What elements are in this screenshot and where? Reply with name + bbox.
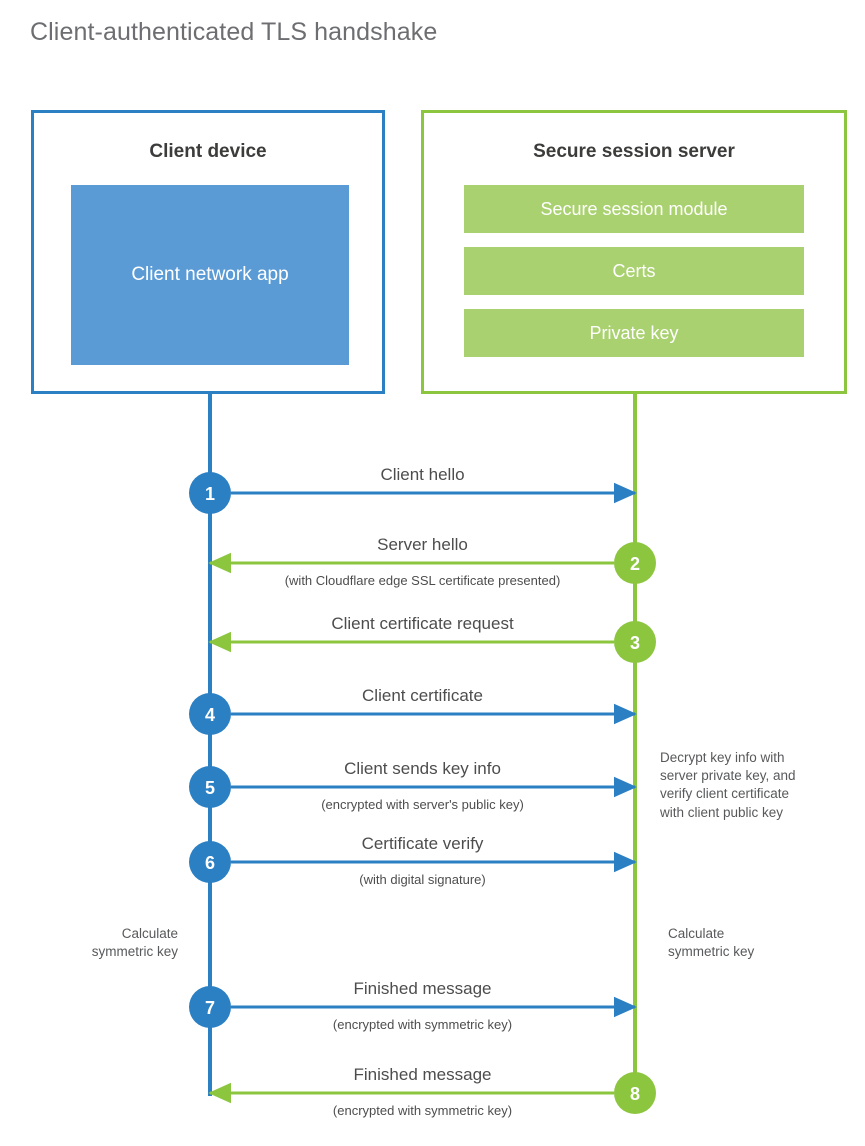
server-component-private-key: Private key <box>464 309 804 357</box>
step-marker-2[interactable]: 2 <box>614 542 656 584</box>
page-title: Client-authenticated TLS handshake <box>30 18 438 46</box>
step-marker-6[interactable]: 6 <box>189 841 231 883</box>
step-number-7: 7 <box>205 998 215 1018</box>
step-number-1: 1 <box>205 484 215 504</box>
message-sublabel-5: (encrypted with server's public key) <box>321 797 524 812</box>
step-number-8: 8 <box>630 1084 640 1104</box>
message-sublabel-7: (encrypted with symmetric key) <box>332 1017 513 1032</box>
client-network-app-box: Client network app <box>71 185 349 365</box>
step-circle-7[interactable] <box>189 986 231 1028</box>
step-circle-3[interactable] <box>614 621 656 663</box>
step-marker-8[interactable]: 8 <box>614 1072 656 1114</box>
client-calculate-symmetric-key-note: Calculate symmetric key <box>91 926 178 960</box>
message-label-2: Server hello <box>377 535 468 554</box>
step-marker-5[interactable]: 5 <box>189 766 231 808</box>
message-label-1: Client hello <box>380 465 465 484</box>
client-device-title: Client device <box>149 141 267 162</box>
step-circle-2[interactable] <box>614 542 656 584</box>
step-markers: 1 2 3 4 5 6 7 8 <box>189 472 656 1114</box>
step-circle-1[interactable] <box>189 472 231 514</box>
step-number-6: 6 <box>205 853 215 873</box>
message-label-4: Client certificate <box>362 686 483 705</box>
message-label-6: Certificate verify <box>361 834 484 853</box>
step-circle-8[interactable] <box>614 1072 656 1114</box>
message-label-7: Finished message <box>353 979 492 998</box>
step-marker-7[interactable]: 7 <box>189 986 231 1028</box>
message-sublabel-2: (with Cloudflare edge SSL certificate pr… <box>284 573 561 588</box>
server-components-list: Secure session module Certs Private key <box>464 185 804 357</box>
server-component-certs: Certs <box>464 247 804 295</box>
step-number-4: 4 <box>205 705 215 725</box>
message-label-8: Finished message <box>353 1065 492 1084</box>
step-circle-6[interactable] <box>189 841 231 883</box>
step-number-3: 3 <box>630 633 640 653</box>
step-marker-1[interactable]: 1 <box>189 472 231 514</box>
server-calculate-symmetric-key-note: Calculate symmetric key <box>668 926 755 960</box>
step-circle-5[interactable] <box>189 766 231 808</box>
step-marker-3[interactable]: 3 <box>614 621 656 663</box>
client-device-panel: Client device Client network app <box>31 110 385 394</box>
message-sublabel-8: (encrypted with symmetric key) <box>332 1103 513 1118</box>
secure-session-server-title: Secure session server <box>533 141 735 162</box>
step-circle-4[interactable] <box>189 693 231 735</box>
message-label-5: Client sends key info <box>344 759 501 778</box>
server-component-secure-session-module: Secure session module <box>464 185 804 233</box>
step-number-2: 2 <box>630 554 640 574</box>
step-marker-4[interactable]: 4 <box>189 693 231 735</box>
step-number-5: 5 <box>205 778 215 798</box>
message-sublabel-6: (with digital signature) <box>359 872 486 887</box>
secure-session-server-panel: Secure session server Secure session mod… <box>421 110 847 394</box>
message-arrows <box>208 482 637 1104</box>
server-decrypt-verify-note: Decrypt key info with server private key… <box>660 750 796 820</box>
message-label-3: Client certificate request <box>331 614 514 633</box>
